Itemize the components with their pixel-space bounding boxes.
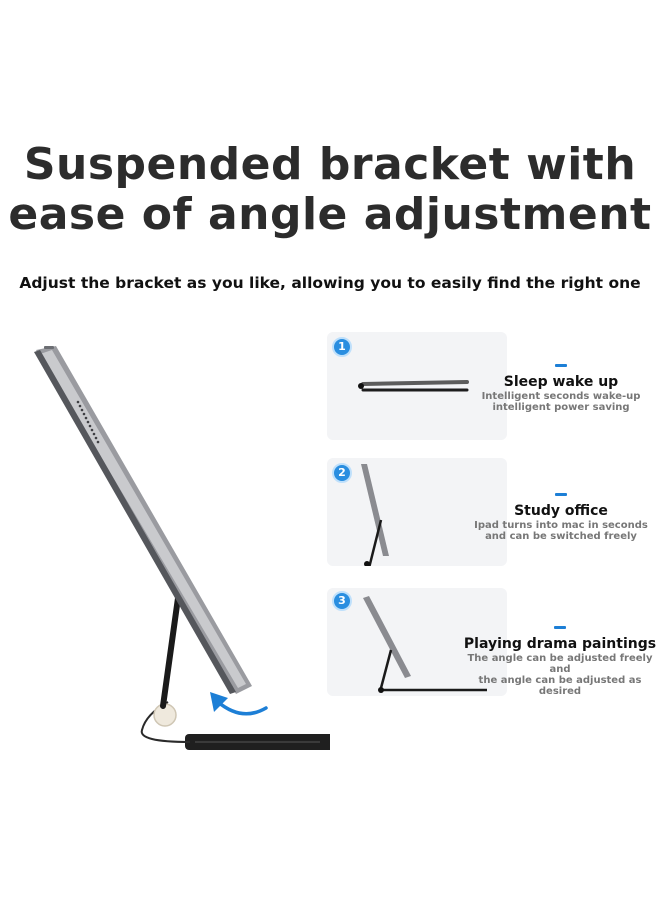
feature-desc-2-line-1: Ipad turns into mac in seconds [474,520,648,531]
upright-stand-illustration [361,464,389,566]
step-badge-2: 2 [332,463,352,483]
closed-hinge [358,383,364,389]
headline-line-1: Suspended bracket with [23,139,637,190]
support-arm [160,595,181,709]
hero-illustration [0,330,595,770]
tilted-arm [379,649,393,689]
accent-dash [555,493,567,496]
tablet-keyboard-illustration [34,346,595,750]
curved-arrow-head [210,692,228,712]
upright-tablet [361,464,389,556]
upright-hinge [364,561,370,566]
step-badge-3: 3 [332,591,352,611]
feature-title-1: Sleep wake up [503,374,619,390]
feature-desc-2-line-2: and can be switched freely [485,531,637,542]
step-badge-1: 1 [332,337,352,357]
tablet-edge-highlight [40,350,246,688]
headline: Suspended bracket with ease of angle adj… [0,140,660,240]
feature-desc-3-line-2: the angle can be adjusted as desired [478,675,642,697]
feature-2: Study office Ipad turns into mac in seco… [466,493,656,542]
step-card-1: 1 [327,332,507,440]
tilted-hinge [378,687,384,693]
curved-arrow-icon [216,700,268,716]
accent-dash [555,364,567,367]
headline-line-2: ease of angle adjustment [8,189,652,240]
feature-3: Playing drama paintings The angle can be… [460,626,660,697]
feature-1: Sleep wake up Intelligent seconds wake-u… [466,364,656,413]
feature-desc-1-line-1: Intelligent seconds wake-up [481,391,641,402]
feature-title-3: Playing drama paintings [463,636,657,652]
accent-dash [554,626,566,629]
tilted-stand-illustration [363,596,487,693]
feature-title-2: Study office [514,503,608,519]
feature-desc-1-line-2: intelligent power saving [492,402,630,413]
step-card-2: 2 [327,458,507,566]
tilted-tablet [363,596,411,678]
tablet-screen-edge [34,350,236,694]
feature-desc-3-line-1: The angle can be adjusted freely and [467,653,653,675]
tablet-speaker-grille [76,400,100,444]
upright-arm [368,519,383,566]
tablet-button [44,346,54,349]
step-card-3: 3 [327,588,507,696]
subheadline: Adjust the bracket as you like, allowing… [19,274,641,292]
closed-keyboard-illustration [358,380,469,392]
closed-tablet [361,380,469,386]
